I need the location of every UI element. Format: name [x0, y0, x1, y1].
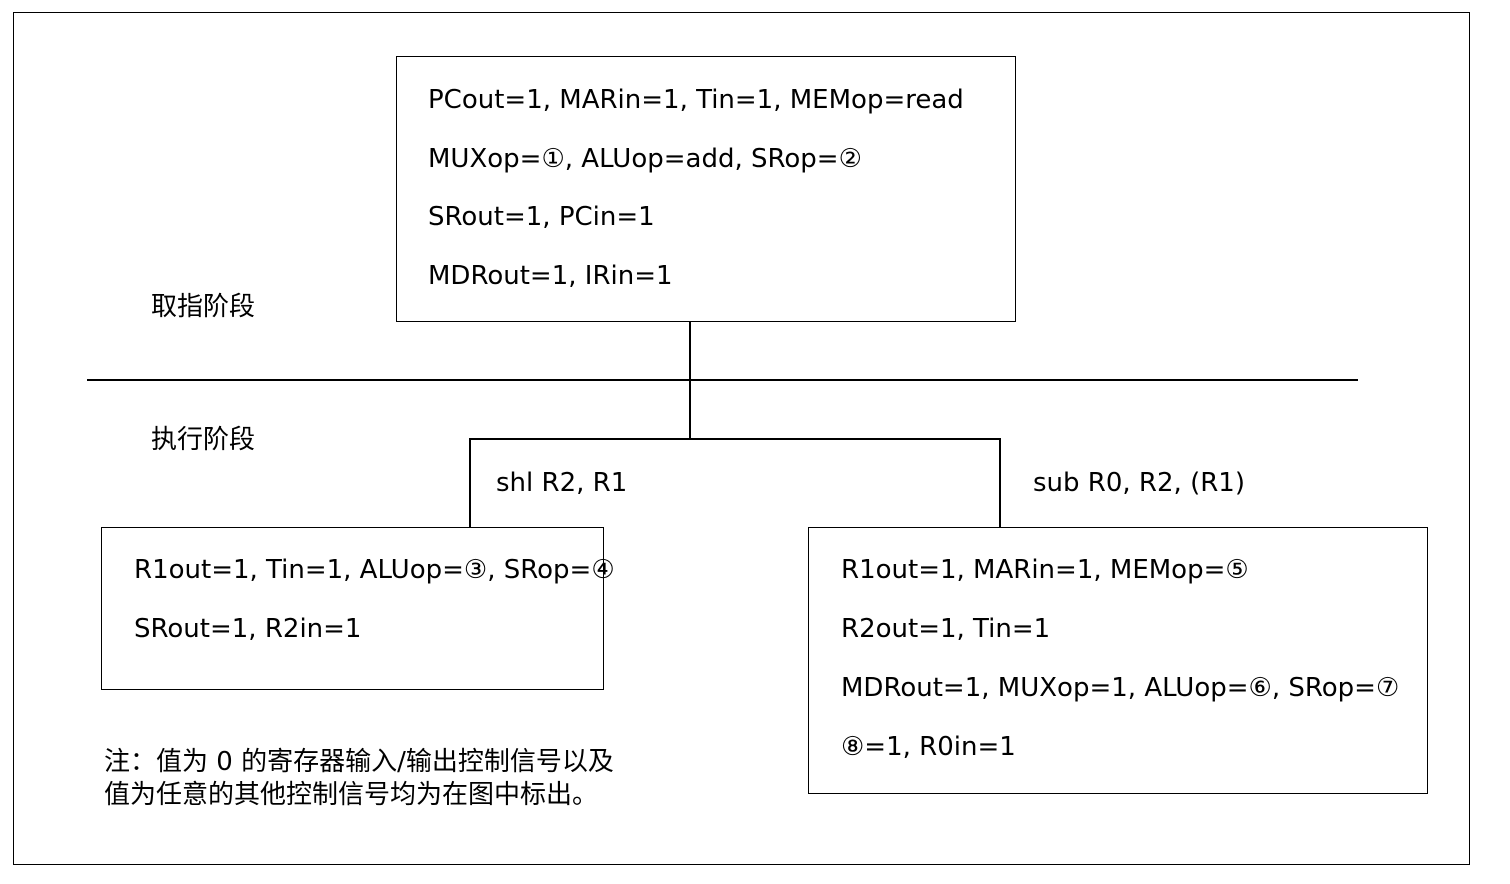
shl-line-2: SRout=1, R2in=1: [134, 614, 362, 644]
sub-line-2: R2out=1, Tin=1: [841, 614, 1051, 644]
fetch-line-4: MDRout=1, IRin=1: [428, 261, 673, 291]
shl-execute-box: R1out=1, Tin=1, ALUop=③, SRop=④ SRout=1,…: [101, 527, 615, 690]
fetch-line-1: PCout=1, MARin=1, Tin=1, MEMop=read: [428, 85, 964, 115]
footnote-line-2: 值为任意的其他控制信号均为在图中标出。: [104, 780, 599, 810]
shl-line-1: R1out=1, Tin=1, ALUop=③, SRop=④: [134, 555, 615, 585]
connector-branch-horizontal: [469, 438, 1001, 440]
fetch-stage-label: 取指阶段: [151, 292, 256, 322]
connector-branch-left: [469, 438, 471, 528]
fetch-stage-box: PCout=1, MARin=1, Tin=1, MEMop=read MUXo…: [396, 56, 1016, 322]
fetch-line-3: SRout=1, PCin=1: [428, 202, 655, 232]
sub-line-1: R1out=1, MARin=1, MEMop=⑤: [841, 555, 1249, 585]
sub-line-3: MDRout=1, MUXop=1, ALUop=⑥, SRop=⑦: [841, 673, 1400, 703]
footnote-line-1: 注：值为 0 的寄存器输入/输出控制信号以及: [104, 747, 614, 777]
branch-label-shl: shl R2, R1: [496, 468, 628, 498]
execute-stage-label: 执行阶段: [151, 425, 256, 455]
connector-vertical-main: [689, 322, 691, 439]
connector-branch-right: [999, 438, 1001, 528]
sub-line-4: ⑧=1, R0in=1: [841, 732, 1016, 762]
sub-execute-box: R1out=1, MARin=1, MEMop=⑤ R2out=1, Tin=1…: [808, 527, 1428, 794]
fetch-line-2: MUXop=①, ALUop=add, SRop=②: [428, 144, 862, 174]
diagram-frame: [13, 12, 1470, 865]
stage-divider: [87, 379, 1358, 381]
branch-label-sub: sub R0, R2, (R1): [1033, 468, 1245, 498]
